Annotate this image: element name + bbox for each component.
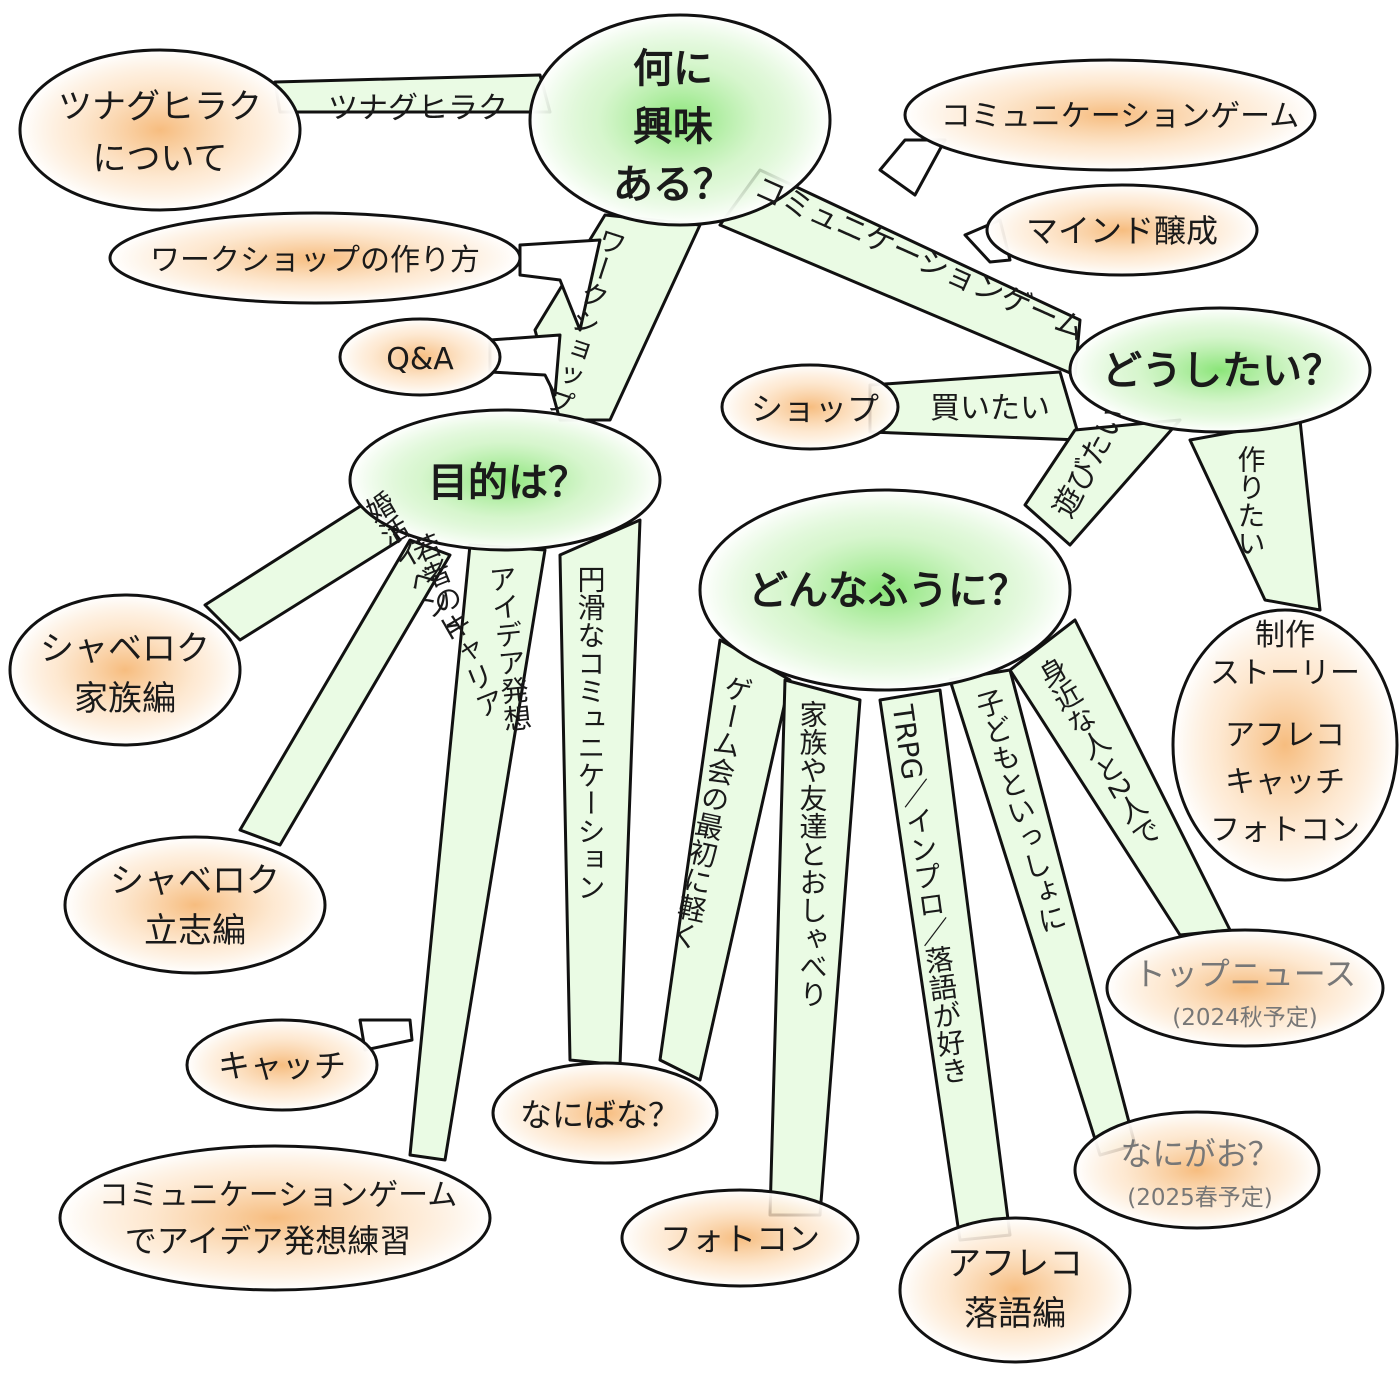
leaf-career-ed[interactable]: シャベロク 立志編 [63,835,327,975]
svg-text:アフレコ: アフレコ [1225,718,1345,753]
svg-text:について: について [93,139,228,179]
label-family: 家族や友達とおしゃべり [796,700,829,1008]
svg-text:家族編: 家族編 [74,679,176,719]
svg-text:立志編: 立志編 [144,911,246,951]
leaf-mind[interactable]: マインド醸成 [985,183,1259,277]
branch-idea [408,543,547,1162]
leaf-catch[interactable]: キャッチ [185,1018,379,1112]
branch-career [238,538,452,847]
svg-text:キャッチ: キャッチ [1225,765,1345,800]
svg-text:コミュニケーションゲーム: コミュニケーションゲーム [941,99,1300,134]
svg-text:落語編: 落語編 [964,1294,1066,1334]
hub-want[interactable]: どうしたい？ [1068,306,1372,434]
hub-want-label: どうしたい？ [1102,348,1342,394]
leaf-shop[interactable]: ショップ [720,363,900,451]
hub-purpose[interactable]: 目的は？ [348,408,662,552]
connectors [203,73,1322,1242]
leaf-idea-practice[interactable]: コミュニケーションゲーム でアイデア発想練習 [58,1144,492,1292]
leaf-nanigao[interactable]: なにがお？ (2025春予定) [1073,1110,1321,1230]
leaf-family-ed[interactable]: シャベロク 家族編 [8,593,242,747]
svg-text:アフレコ: アフレコ [947,1244,1083,1284]
svg-text:シャベロク: シャベロク [110,861,280,901]
svg-text:Q&A: Q&A [386,342,454,377]
center-line2: 興味 [633,104,713,150]
svg-text:(2024秋予定): (2024秋予定) [1172,1005,1317,1031]
svg-text:マインド醸成: マインド醸成 [1026,212,1218,250]
leaf-seisaku[interactable]: 制作 ストーリー アフレコ キャッチ フォトコン [1171,608,1399,882]
hub-purpose-label: 目的は？ [428,460,588,506]
svg-text:キャッチ: キャッチ [218,1047,346,1085]
leaf-commgame[interactable]: コミュニケーションゲーム [903,58,1317,172]
svg-text:フォトコン: フォトコン [660,1220,820,1258]
label-smooth: 円滑なコミュニケーション [574,565,607,901]
leaf-tsunagu-about[interactable]: ツナグヒラク について [18,48,302,212]
svg-text:シャベロク: シャベロク [40,629,210,669]
svg-text:コミュニケーションゲーム: コミュニケーションゲーム [99,1178,458,1213]
svg-text:ツナグヒラク: ツナグヒラク [58,87,262,127]
leaf-ws-howto[interactable]: ワークショップの作り方 [108,211,522,305]
svg-text:でアイデア発想練習: でアイデア発想練習 [125,1222,411,1260]
branch-ws-howto [518,238,602,332]
label-buy: 買いたい [930,391,1050,426]
svg-text:なにばな？: なにばな？ [520,1096,680,1134]
svg-text:トップニュース: トップニュース [1134,955,1356,993]
leaf-nanibana[interactable]: なにばな？ [491,1061,719,1165]
svg-text:(2025春予定): (2025春予定) [1127,1185,1272,1211]
label-tsunagu: ツナグヒラク [328,91,508,126]
svg-text:ショップ: ショップ [751,390,879,428]
svg-text:フォトコン: フォトコン [1210,813,1360,848]
leaf-photocon[interactable]: フォトコン [620,1188,860,1288]
hub-how[interactable]: どんなふうに？ [698,488,1072,692]
branch-commgame-leaf [878,138,947,197]
center-line1: 何に [633,46,713,92]
svg-text:ワークショップの作り方: ワークショップの作り方 [150,243,480,278]
hub-how-label: どんなふうに？ [748,568,1028,614]
svg-text:制作: 制作 [1255,618,1315,653]
branch-konkatsu [203,498,402,642]
leaf-qa[interactable]: Q&A [338,317,502,397]
leaf-afureko-rakugo[interactable]: アフレコ 落語編 [898,1216,1132,1364]
svg-text:ストーリー: ストーリー [1210,656,1360,691]
hub-center[interactable]: 何に 興味 ある？ [528,13,832,227]
leaf-topnews[interactable]: トップニュース (2024秋予定) [1105,928,1385,1048]
label-make: 作りたい [1234,445,1267,557]
center-line3: ある？ [613,162,733,208]
svg-text:なにがお？: なにがお？ [1120,1135,1279,1173]
